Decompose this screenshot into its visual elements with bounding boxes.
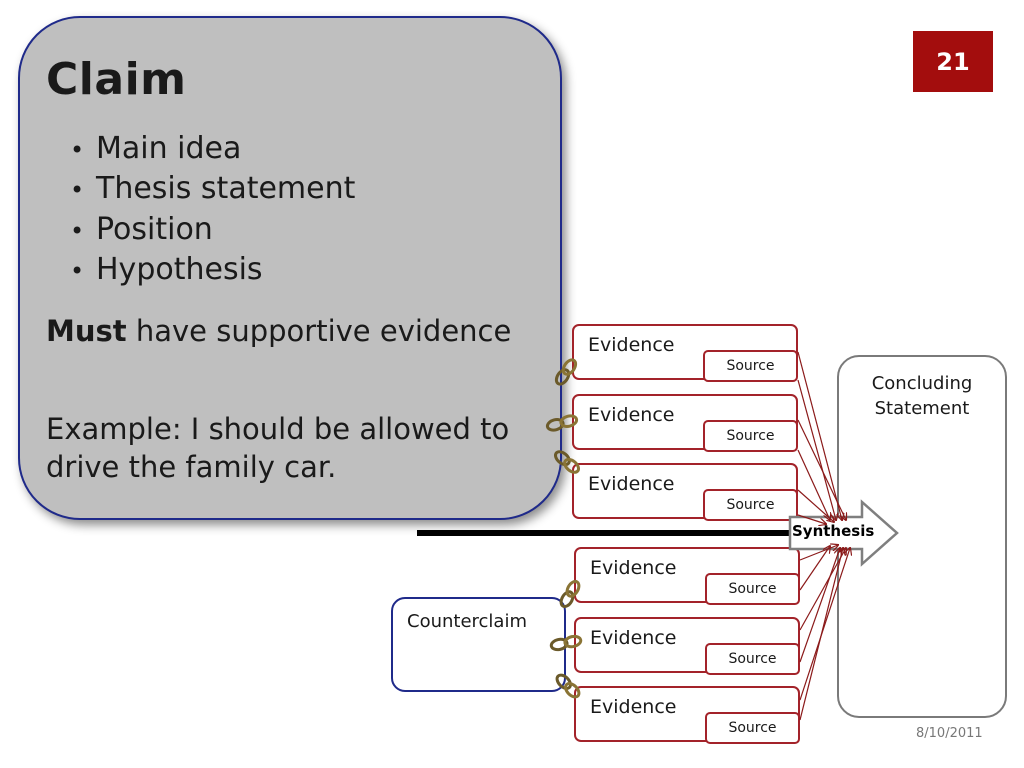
- source-box: Source: [705, 573, 800, 605]
- evidence-box: Evidence Source: [572, 463, 798, 521]
- chain-link-icon: [554, 358, 578, 386]
- evidence-label: Evidence: [588, 473, 675, 495]
- bullet-dot: •: [70, 176, 85, 204]
- claim-title: Claim: [46, 54, 187, 105]
- chain-link-icon: [553, 450, 581, 474]
- source-box: Source: [703, 489, 798, 521]
- connector-arrow: [799, 548, 850, 701]
- connector-arrow: [799, 545, 838, 561]
- source-box: Source: [705, 643, 800, 675]
- evidence-box: Evidence Source: [572, 394, 798, 452]
- evidence-label: Evidence: [588, 404, 675, 426]
- evidence-box: Evidence Source: [574, 686, 800, 744]
- bullet-dot: •: [70, 257, 85, 285]
- must-bold: Must: [46, 314, 127, 348]
- evidence-box: Evidence Source: [572, 324, 798, 382]
- must-rest: have supportive evidence: [126, 314, 512, 348]
- evidence-label: Evidence: [590, 627, 677, 649]
- claim-panel: [18, 16, 562, 520]
- bullet-hypothesis: • Hypothesis: [70, 252, 263, 289]
- bullet-text: Hypothesis: [96, 252, 263, 287]
- example-statement: Example: I should be allowed to drive th…: [46, 412, 510, 484]
- bullet-main-idea: • Main idea: [70, 131, 241, 168]
- bullet-text: Position: [96, 212, 213, 247]
- evidence-label: Evidence: [588, 334, 675, 356]
- connector-arrow: [797, 449, 830, 520]
- chain-link-icon: [549, 634, 583, 652]
- connector-arrow: [799, 548, 840, 663]
- chain-link-icon: [555, 673, 581, 699]
- connector-arrows: [797, 351, 850, 721]
- evidence-box: Evidence Source: [574, 547, 800, 605]
- bullet-dot: •: [70, 217, 85, 245]
- chain-link-icon: [545, 414, 579, 432]
- synthesis-arrow: [788, 499, 899, 567]
- bullet-thesis: • Thesis statement: [70, 171, 355, 208]
- connector-arrow: [799, 548, 843, 721]
- evidence-label: Evidence: [590, 557, 677, 579]
- concluding-statement-label: Concluding Statement: [839, 371, 1005, 421]
- bullet-dot: •: [70, 136, 85, 164]
- source-box: Source: [703, 350, 798, 382]
- counterclaim-label: Counterclaim: [407, 611, 527, 632]
- bullet-position: • Position: [70, 212, 213, 249]
- concluding-line-1: Concluding: [871, 373, 973, 394]
- counterclaim-box: [391, 597, 566, 692]
- connector-arrow: [799, 546, 830, 591]
- bullet-text: Thesis statement: [96, 171, 356, 206]
- source-box: Source: [705, 712, 800, 744]
- divider-line: [417, 530, 797, 536]
- chain-link-icon: [559, 579, 581, 609]
- connector-arrow: [797, 351, 842, 520]
- connector-arrow: [797, 379, 836, 520]
- source-box: Source: [703, 420, 798, 452]
- concluding-line-2: Statement: [874, 398, 970, 419]
- synthesis-label: Synthesis: [792, 522, 875, 540]
- connector-arrow: [799, 548, 846, 631]
- bullet-text: Main idea: [96, 131, 242, 166]
- connector-arrow: [797, 419, 846, 520]
- evidence-box: Evidence Source: [574, 617, 800, 675]
- concluding-statement-box: [837, 355, 1007, 718]
- slide-number: 21: [913, 31, 993, 92]
- connector-arrow: [797, 489, 834, 522]
- slide-date: 8/10/2011: [916, 726, 983, 741]
- evidence-label: Evidence: [590, 696, 677, 718]
- connector-arrow: [797, 514, 826, 524]
- must-statement: Must have supportive evidence: [46, 312, 546, 350]
